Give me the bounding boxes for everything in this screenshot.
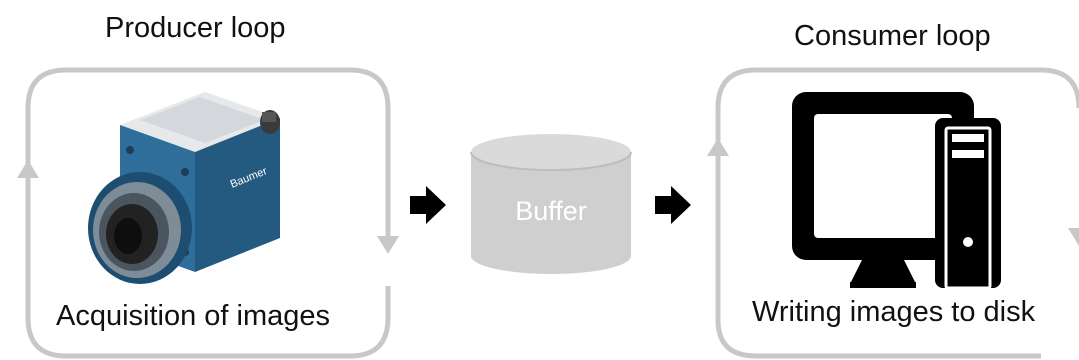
loop-arrowhead-down bbox=[1068, 228, 1079, 246]
consumer-loop-title: Consumer loop bbox=[794, 20, 991, 52]
producer-loop bbox=[17, 67, 399, 359]
loop-arrowhead-down bbox=[377, 236, 399, 254]
buffer-label: Buffer bbox=[515, 196, 587, 226]
right-arrow-icon bbox=[655, 186, 691, 224]
loop-arrowhead-up bbox=[17, 160, 39, 178]
consumer-caption: Writing images to disk bbox=[752, 296, 1036, 328]
producer-caption: Acquisition of images bbox=[56, 300, 331, 332]
right-arrow-icon bbox=[410, 186, 446, 224]
loop-arrowhead-up bbox=[707, 138, 729, 156]
consumer-loop bbox=[707, 67, 1079, 359]
desktop-computer-icon bbox=[792, 92, 1001, 290]
industrial-camera-icon: Baumer bbox=[88, 92, 280, 284]
producer-loop-title: Producer loop bbox=[105, 12, 286, 44]
buffer-cylinder bbox=[470, 134, 632, 274]
